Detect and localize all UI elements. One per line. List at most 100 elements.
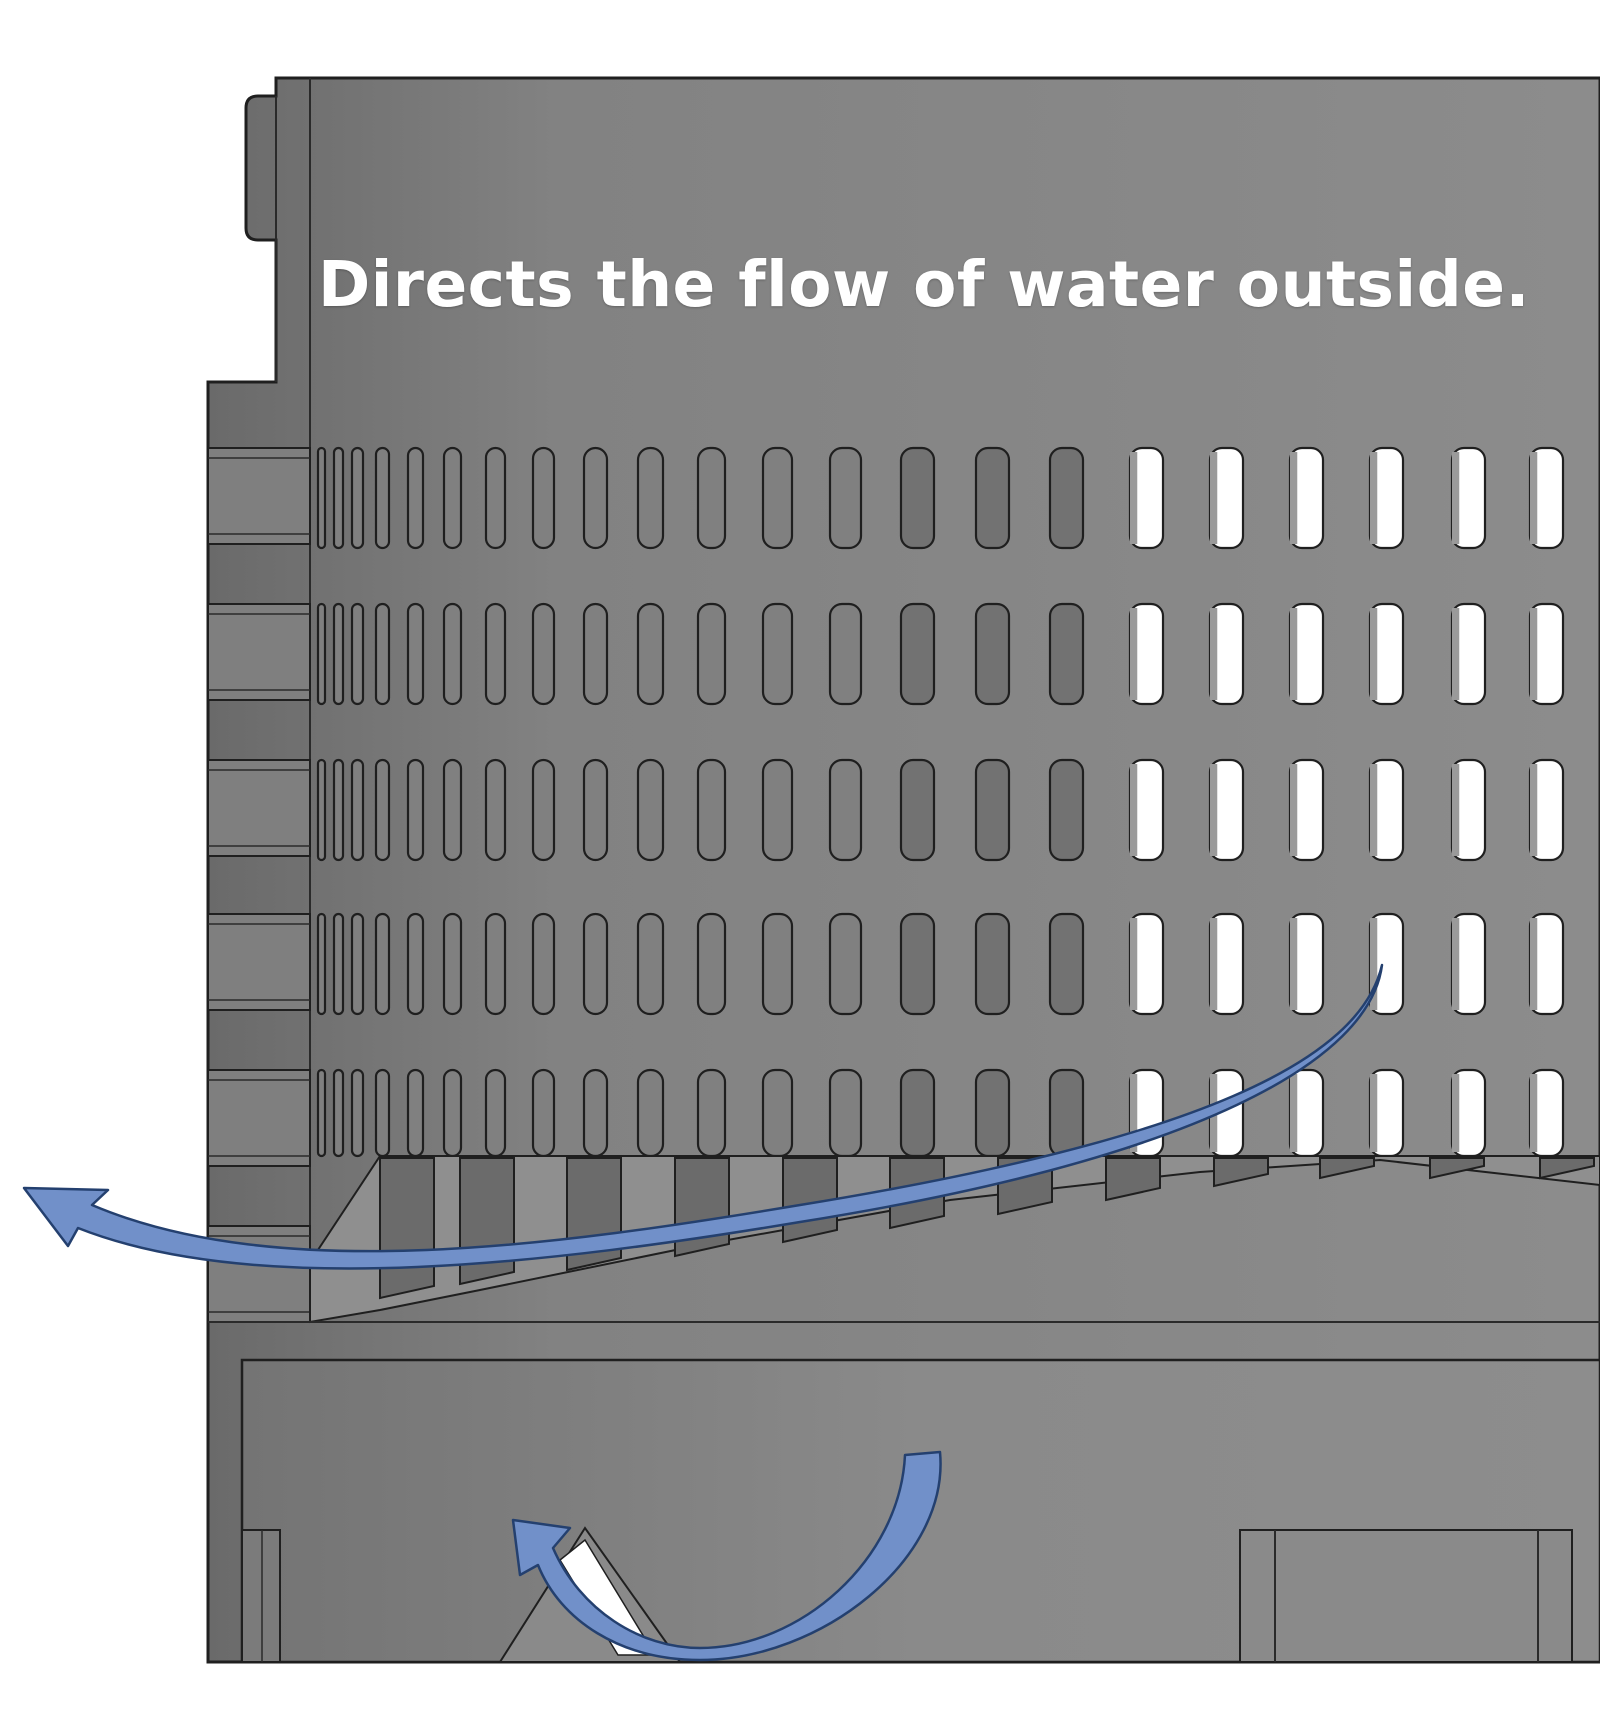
drain-slot-inner-wall	[1370, 608, 1378, 700]
drain-slot	[374, 1068, 391, 1158]
deflector-fin	[1213, 1157, 1269, 1188]
drain-slot	[899, 602, 936, 706]
drain-slot-inner-wall	[1130, 452, 1138, 544]
drain-slot	[1048, 1068, 1085, 1158]
drain-slot	[582, 1068, 609, 1158]
drain-slot	[696, 1068, 727, 1158]
drain-slot	[696, 912, 727, 1016]
drain-slot-inner-wall	[1290, 1074, 1298, 1152]
drain-slot-inner-wall	[1370, 764, 1378, 856]
drain-slot	[332, 1068, 345, 1158]
right-lower-block	[1239, 1529, 1573, 1663]
drain-slot	[374, 912, 391, 1016]
drain-slot	[636, 446, 665, 550]
drain-slot-inner-wall	[1452, 1074, 1460, 1152]
drain-slot	[696, 602, 727, 706]
drain-slot	[406, 758, 425, 862]
drain-slot	[582, 446, 609, 550]
drain-slot-inner-wall	[1290, 452, 1298, 544]
drain-slot	[974, 912, 1011, 1016]
drain-slot-inner-wall	[1210, 764, 1218, 856]
drain-slot-inner-wall	[1290, 764, 1298, 856]
drain-slot	[484, 912, 507, 1016]
caption-text: Directs the flow of water outside.	[318, 248, 1530, 321]
drain-slot	[899, 758, 936, 862]
lower-flow-arrow	[511, 1450, 942, 1662]
drain-slot	[899, 446, 936, 550]
drain-slot-inner-wall	[1370, 452, 1378, 544]
drain-slot	[332, 912, 345, 1016]
drain-slot	[350, 758, 365, 862]
deflector-fin	[1319, 1157, 1375, 1180]
drain-slot-inner-wall	[1130, 1074, 1138, 1152]
drain-slot	[442, 446, 463, 550]
drain-slot-inner-wall	[1452, 452, 1460, 544]
drain-slot-inner-wall	[1530, 608, 1538, 700]
drain-slot-inner-wall	[1370, 918, 1378, 1010]
deflector-fin	[379, 1157, 435, 1300]
drain-slot	[332, 446, 345, 550]
drain-slot	[696, 446, 727, 550]
drain-slot-inner-wall	[1210, 918, 1218, 1010]
drain-slot	[374, 758, 391, 862]
drain-slot	[442, 758, 463, 862]
drain-slot	[1048, 602, 1085, 706]
drain-slot-inner-wall	[1530, 764, 1538, 856]
drain-slot	[484, 1068, 507, 1158]
drain-slot	[828, 602, 863, 706]
drain-slot	[1048, 758, 1085, 862]
drain-slot	[406, 1068, 425, 1158]
drain-slot	[696, 758, 727, 862]
drain-slot	[974, 758, 1011, 862]
drain-slot	[761, 1068, 794, 1158]
drain-slot-inner-wall	[1370, 1074, 1378, 1152]
drain-slot	[316, 912, 327, 1016]
deflector-fin	[1429, 1157, 1485, 1180]
drain-slot	[761, 758, 794, 862]
drain-slot	[350, 446, 365, 550]
drain-slot	[316, 758, 327, 862]
side-rib	[207, 603, 311, 701]
drain-slot	[974, 602, 1011, 706]
drain-slot	[761, 602, 794, 706]
drain-slot-inner-wall	[1452, 918, 1460, 1010]
side-rib	[207, 1069, 311, 1167]
drain-slot	[828, 912, 863, 1016]
drain-slot	[636, 1068, 665, 1158]
drain-slot	[442, 912, 463, 1016]
drain-slot	[761, 912, 794, 1016]
left-lower-post	[241, 1529, 281, 1663]
drain-slot	[350, 602, 365, 706]
drain-slot	[636, 912, 665, 1016]
drain-slot	[484, 758, 507, 862]
side-rib	[207, 447, 311, 545]
drain-slot	[406, 602, 425, 706]
drain-slot	[531, 446, 556, 550]
drain-slot-grid	[316, 446, 1565, 1158]
drain-slot	[406, 446, 425, 550]
drain-slot	[531, 1068, 556, 1158]
drain-slot	[974, 1068, 1011, 1158]
drain-slot-inner-wall	[1452, 764, 1460, 856]
drain-slot	[582, 602, 609, 706]
drain-slot	[442, 1068, 463, 1158]
drain-slot-inner-wall	[1210, 452, 1218, 544]
deflector-fin	[1539, 1157, 1595, 1180]
drain-slot	[350, 1068, 365, 1158]
drain-slot	[374, 446, 391, 550]
drain-slot	[316, 1068, 327, 1158]
drain-slot-inner-wall	[1530, 452, 1538, 544]
upper-flow-arrow	[22, 963, 1384, 1270]
drain-slot	[316, 446, 327, 550]
drain-slot-inner-wall	[1530, 1074, 1538, 1152]
drain-slot	[974, 446, 1011, 550]
drain-slot	[761, 446, 794, 550]
drain-slot-inner-wall	[1530, 918, 1538, 1010]
drain-slot-inner-wall	[1210, 608, 1218, 700]
drain-slot	[828, 446, 863, 550]
drain-slot	[828, 1068, 863, 1158]
drain-slot	[636, 758, 665, 862]
drain-slot	[406, 912, 425, 1016]
drain-slot	[484, 446, 507, 550]
